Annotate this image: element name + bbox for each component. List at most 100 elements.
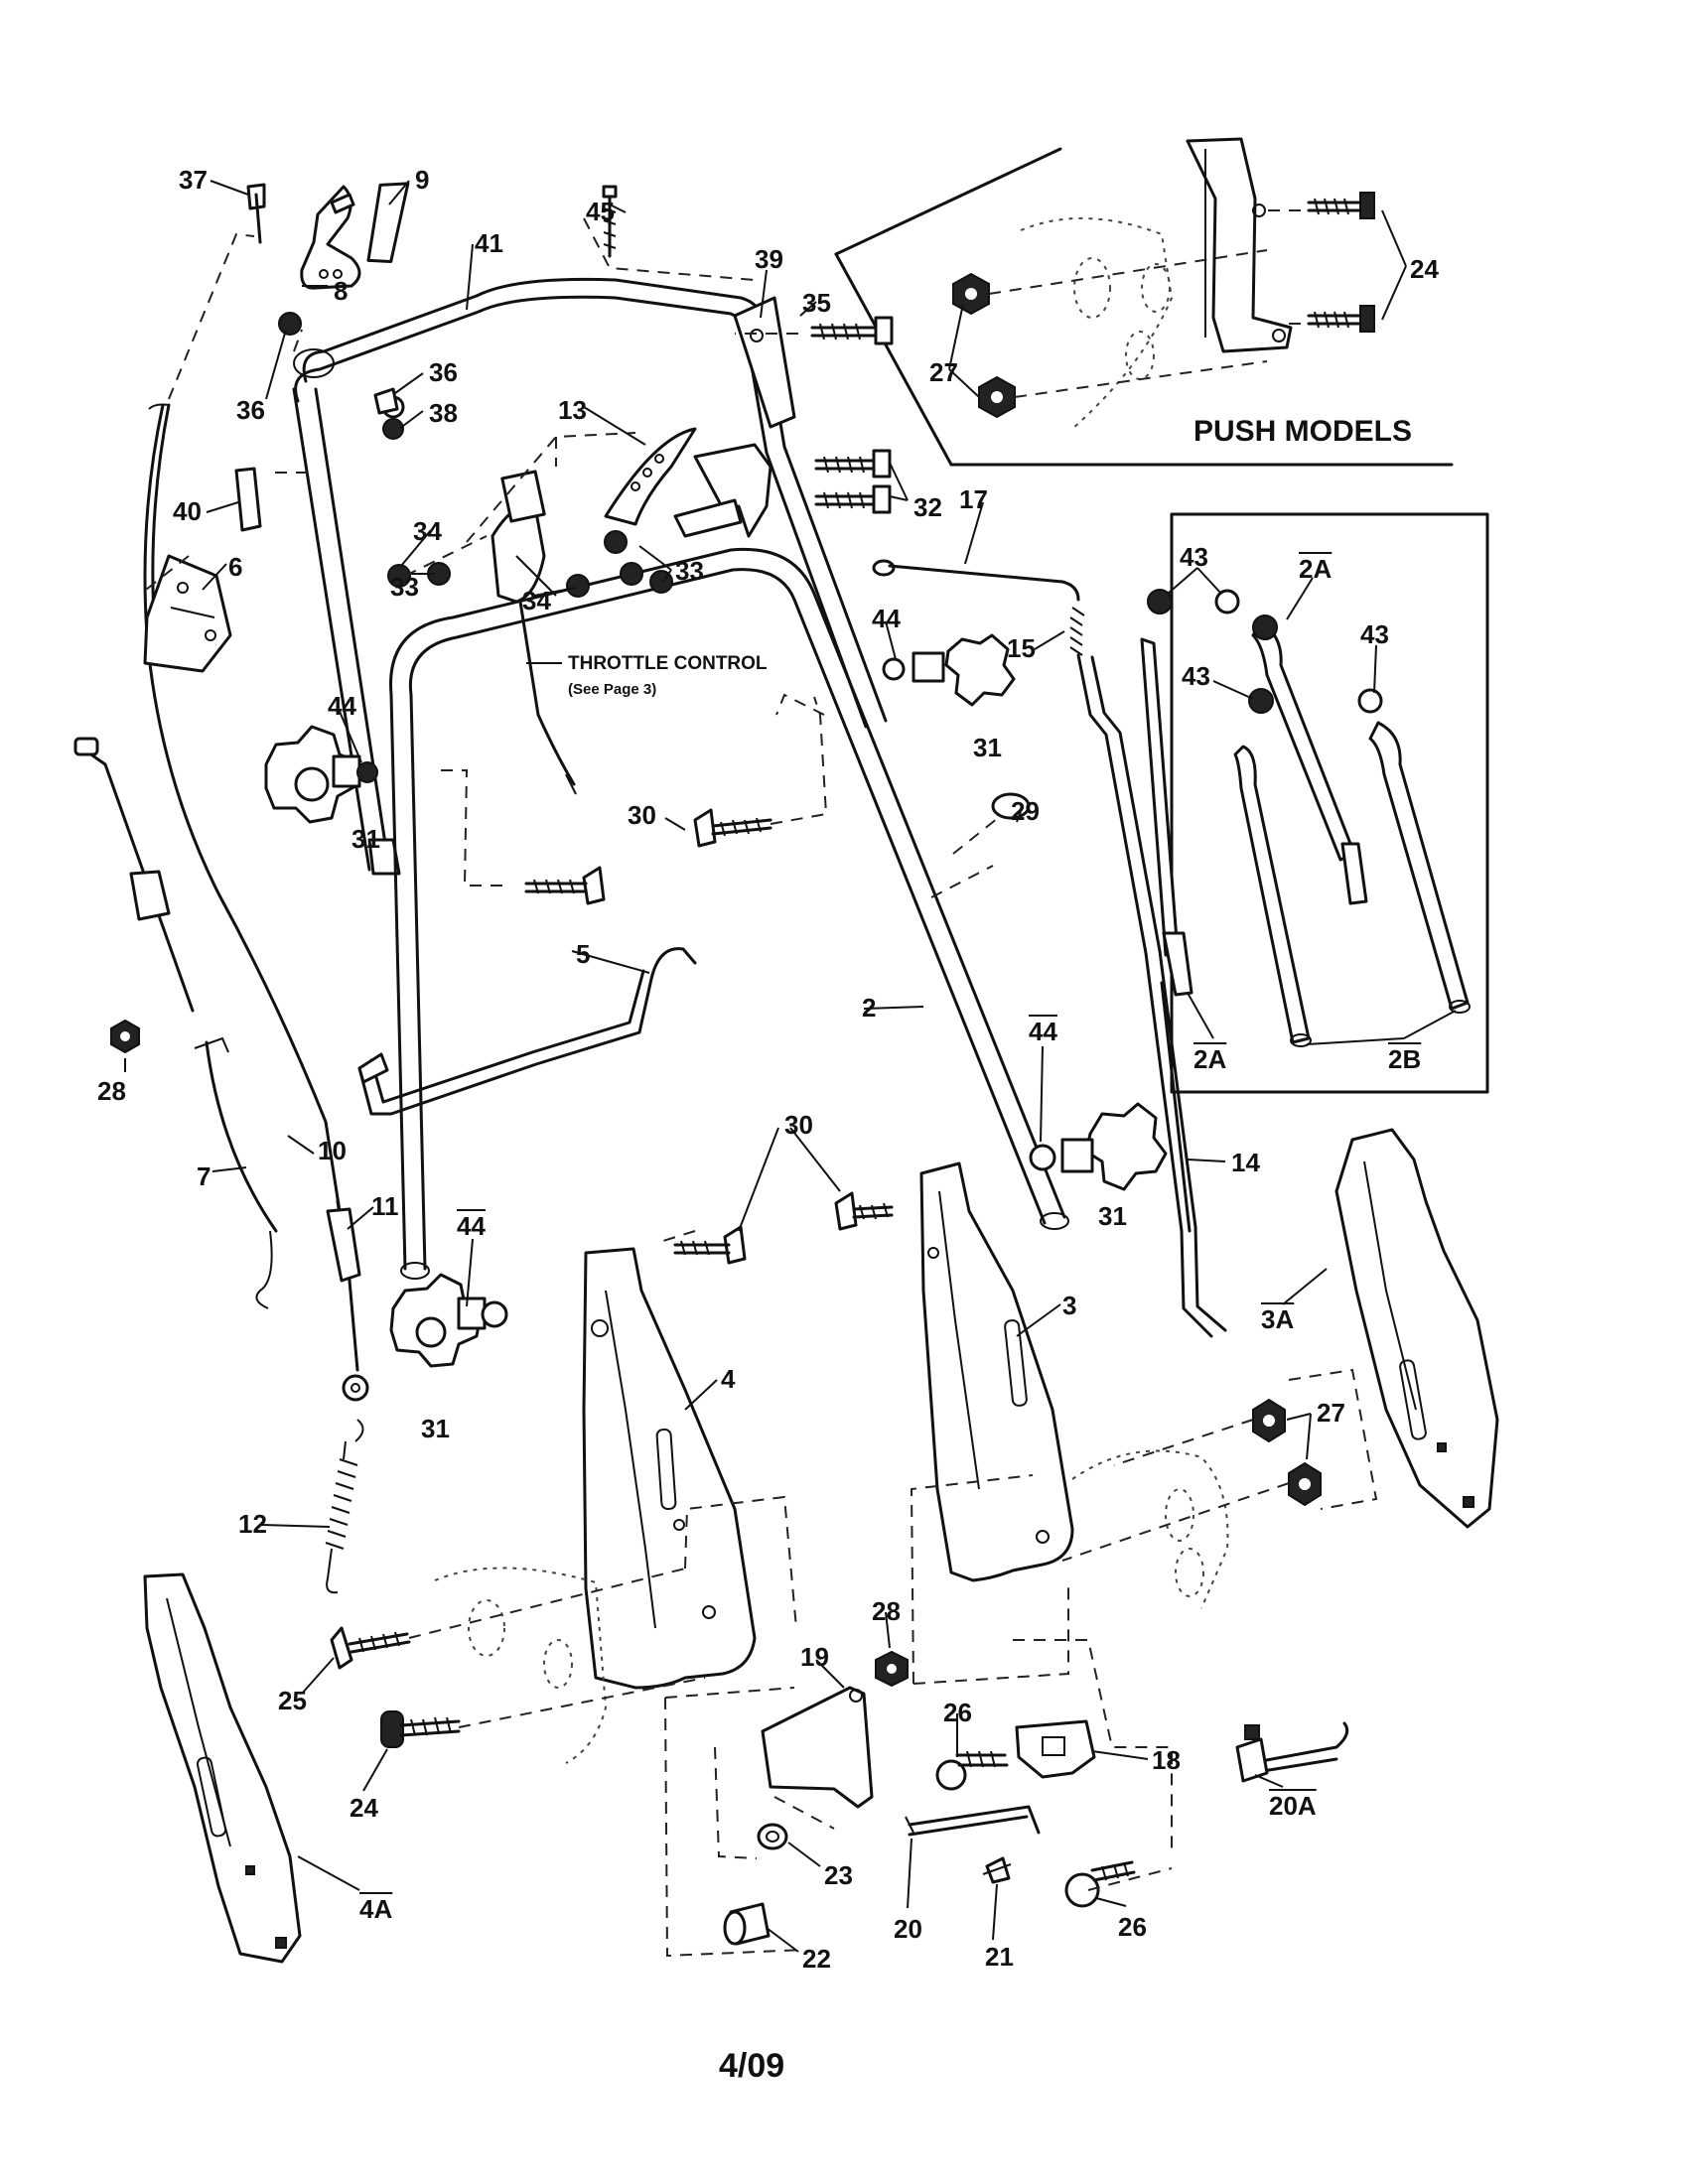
part-callout-27a: 27 xyxy=(1317,1398,1345,1428)
knob-icon xyxy=(389,1273,508,1368)
part-callout-28b: 28 xyxy=(872,1596,901,1626)
part-callout-18: 18 xyxy=(1152,1745,1181,1775)
lower-bracket-4 xyxy=(582,1247,757,1690)
bushing-23 xyxy=(757,1823,788,1850)
lower-handle xyxy=(389,547,1069,1280)
upper-handle xyxy=(292,277,888,876)
part-callout-13: 13 xyxy=(558,395,587,425)
part-callout-26a: 26 xyxy=(943,1698,972,1727)
part-callout-17: 17 xyxy=(959,484,988,514)
part-callout-2B: 2B xyxy=(1388,1044,1422,1074)
part-callout-33b: 33 xyxy=(675,556,704,586)
part-callout-38: 38 xyxy=(429,398,458,428)
height-adjust-pin-20a xyxy=(1235,1721,1349,1783)
part-callout-29: 29 xyxy=(1011,796,1040,826)
part-callout-34b: 34 xyxy=(522,586,551,615)
bolt-icon xyxy=(834,1191,894,1231)
part-callout-11: 11 xyxy=(371,1191,399,1221)
part-callout-8: 8 xyxy=(334,276,349,306)
part-callout-31d: 31 xyxy=(1098,1201,1127,1231)
part-callout-39: 39 xyxy=(755,244,783,274)
part-callout-21: 21 xyxy=(985,1942,1014,1972)
lift-lever-18 xyxy=(1015,1719,1096,1779)
wheel-cover-left-outline xyxy=(434,1567,608,1764)
bolt-icon xyxy=(810,316,894,345)
bolt-icon xyxy=(814,449,892,478)
part-callout-19: 19 xyxy=(800,1642,829,1672)
side-plate-4a xyxy=(143,1572,302,1964)
cable-guide xyxy=(373,387,399,415)
push-models-title: PUSH MODELS xyxy=(1193,415,1413,448)
knob-icon xyxy=(264,725,378,824)
part-callout-2Aa: 2A xyxy=(1299,554,1333,584)
knob-icon xyxy=(1029,1102,1168,1191)
bolt-icon xyxy=(524,866,606,905)
throttle-control-label: THROTTLE CONTROL xyxy=(568,653,768,674)
part-callout-22: 22 xyxy=(802,1944,831,1974)
part-callout-30a: 30 xyxy=(628,800,656,830)
bolt-icon xyxy=(814,484,892,514)
upper-handle-variants-box xyxy=(1140,512,1489,1094)
side-plate-3a xyxy=(1334,1128,1499,1529)
part-callout-33a: 33 xyxy=(390,572,419,602)
part-callout-35: 35 xyxy=(802,288,831,318)
part-callout-4A: 4A xyxy=(359,1894,393,1924)
lift-bracket-19 xyxy=(714,1686,874,1859)
part-callout-14: 14 xyxy=(1231,1148,1260,1177)
part-callout-23: 23 xyxy=(824,1860,853,1890)
part-callout-36b: 36 xyxy=(429,357,458,387)
throttle-cable xyxy=(518,600,576,786)
part-callout-43c: 43 xyxy=(1182,661,1210,691)
part-callout-45: 45 xyxy=(586,197,615,226)
control-bail-assembly xyxy=(381,395,772,604)
part-callout-31c: 31 xyxy=(421,1414,450,1443)
lower-bracket-3 xyxy=(919,1161,1074,1582)
bail-rod xyxy=(357,947,697,1116)
part-callout-20: 20 xyxy=(894,1914,922,1944)
part-callout-4: 4 xyxy=(721,1364,736,1394)
bolt-icon xyxy=(935,1750,1009,1791)
bolt-icon xyxy=(1064,1860,1136,1908)
part-callout-31a: 31 xyxy=(973,733,1002,762)
part-callout-26b: 26 xyxy=(1118,1912,1147,1942)
rod-14 xyxy=(1160,981,1192,1233)
part-callout-43a: 43 xyxy=(1180,542,1208,572)
part-callout-34a: 34 xyxy=(413,516,442,546)
push-models-inset xyxy=(834,137,1454,467)
part-callout-2Ab: 2A xyxy=(1193,1044,1227,1074)
part-callout-44c: 44 xyxy=(1029,1017,1057,1046)
bolt-icon xyxy=(380,1710,461,1748)
cable-anchor-parts xyxy=(140,182,410,673)
part-callout-7: 7 xyxy=(197,1161,211,1191)
part-callout-15: 15 xyxy=(1007,633,1036,663)
part-callout-30b: 30 xyxy=(784,1110,813,1140)
throttle-rod xyxy=(872,559,1227,1338)
part-callout-37: 37 xyxy=(179,165,208,195)
part-callout-3: 3 xyxy=(1062,1291,1077,1320)
part-callout-3A: 3A xyxy=(1261,1304,1295,1334)
part-callout-44d: 44 xyxy=(457,1211,486,1241)
part-callout-20A: 20A xyxy=(1269,1791,1317,1821)
part-callout-43b: 43 xyxy=(1360,619,1389,649)
part-callout-2: 2 xyxy=(862,993,877,1023)
part-callout-9: 9 xyxy=(415,165,430,195)
part-callout-25: 25 xyxy=(278,1686,307,1715)
bushing-22 xyxy=(723,1902,771,1946)
spring-icon xyxy=(325,1419,364,1594)
part-callout-32: 32 xyxy=(913,492,942,522)
part-callout-40: 40 xyxy=(173,496,202,526)
part-callout-5: 5 xyxy=(576,939,591,969)
leader-lines xyxy=(202,180,1328,1953)
bolt-icon xyxy=(1307,305,1375,333)
clip-21 xyxy=(982,1856,1012,1884)
part-callout-27b: 27 xyxy=(929,357,958,387)
part-callout-31b: 31 xyxy=(351,824,380,854)
cable-clamp-assembly xyxy=(73,737,195,1072)
part-callout-6: 6 xyxy=(228,552,243,582)
part-callout-24b: 24 xyxy=(1410,254,1439,284)
bolt-icon xyxy=(602,185,618,258)
part-callout-24a: 24 xyxy=(350,1793,378,1823)
bolt-icon xyxy=(1307,192,1375,219)
